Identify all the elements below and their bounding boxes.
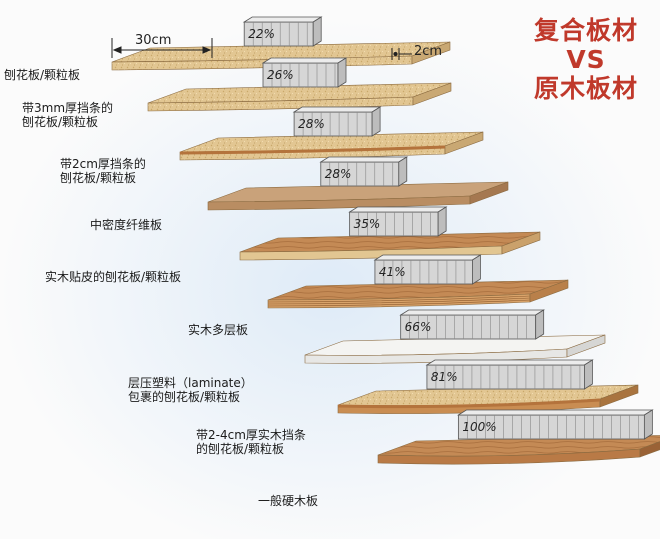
board-label-line: 包裹的刨花板/颗粒板 (128, 390, 241, 404)
edge-strip (179, 145, 446, 155)
thickness-dimension-label: 2cm (414, 44, 443, 59)
strength-percent: 28% (325, 167, 352, 181)
board-end (501, 231, 541, 255)
board-end (444, 131, 484, 155)
board-label-line: 中密度纤维板 (90, 218, 163, 232)
strength-percent: 26% (267, 68, 294, 82)
weight-box (349, 211, 439, 237)
weight-box-side (643, 409, 653, 440)
board-8: 81% (337, 359, 639, 414)
weight-box-top (292, 106, 382, 113)
board-label-line: 的刨花板/颗粒板 (196, 442, 285, 456)
board-label-line: 带3mm厚挡条的 (22, 101, 114, 115)
board-end (639, 441, 660, 458)
strength-percent: 41% (379, 265, 406, 279)
board-label-1: 刨花板/颗粒板 (4, 68, 80, 82)
board-5: 35% (239, 206, 541, 261)
weight-box (457, 414, 645, 440)
weight-box (243, 21, 314, 47)
weight-box-top (319, 156, 409, 163)
weight-box (400, 314, 537, 340)
weight-box-side (584, 359, 593, 390)
board-4: 28% (207, 156, 509, 211)
title-line-3: 原木板材 (533, 74, 638, 103)
title: 复合板材 VS 原木板材 (534, 16, 638, 103)
edge-strip (337, 398, 601, 409)
board-end (599, 384, 639, 408)
weight-box-top (373, 254, 482, 261)
board-label-5: 实木贴皮的刨花板/颗粒板 (45, 270, 181, 284)
weight-box-side (535, 309, 545, 340)
board-3: 28% (179, 106, 484, 161)
board-6: 41% (267, 254, 569, 309)
board-9: 100% (377, 409, 660, 465)
weight-box-top (399, 309, 546, 316)
board-label-6: 实木多层板 (188, 323, 248, 337)
board-label-7: 层压塑料（laminate）包裹的刨花板/颗粒板 (128, 376, 253, 404)
board-label-line: 刨花板/颗粒板 (4, 68, 81, 82)
board-label-line: 刨花板/颗粒板 (22, 115, 99, 129)
board-label-9: 一般硬木板 (258, 494, 318, 508)
board-label-line: 层压塑料（laminate） (128, 376, 253, 390)
strength-percent: 22% (248, 27, 275, 41)
board-label-line: 带2-4cm厚实木挡条 (196, 428, 306, 442)
weight-box-top (261, 57, 348, 64)
board-end (529, 279, 569, 303)
board-end (412, 82, 452, 106)
width-dimension (111, 38, 213, 58)
board-label-4: 中密度纤维板 (90, 218, 162, 232)
weight-box-side (472, 254, 481, 285)
title-line-1: 复合板材 (533, 16, 638, 45)
plywood-layer (267, 297, 531, 305)
weight-box-side (398, 156, 408, 187)
board-label-line: 一般硬木板 (258, 494, 319, 508)
weight-box-side (371, 106, 381, 137)
weight-box-side (312, 16, 322, 47)
board-label-3: 带2cm厚挡条的刨花板/颗粒板 (60, 157, 146, 185)
weight-box-side (437, 206, 447, 237)
strength-percent: 66% (405, 320, 432, 334)
weight-box-side (337, 57, 347, 88)
plywood-layer (267, 299, 531, 307)
board-end (566, 334, 606, 358)
board-label-line: 带2cm厚挡条的 (60, 157, 146, 171)
weight-box-top (425, 359, 594, 366)
board-2: 26% (147, 57, 452, 112)
board-label-line: 实木多层板 (188, 323, 249, 337)
width-dimension-label: 30cm (135, 33, 172, 48)
weight-box-top (456, 409, 654, 416)
thickness-dimension (391, 48, 412, 60)
board-end (411, 41, 451, 65)
strength-percent: 100% (462, 420, 496, 434)
weight-box-top (348, 206, 448, 213)
board-label-2: 带3mm厚挡条的刨花板/颗粒板 (22, 101, 113, 129)
weight-box-top (242, 16, 323, 23)
strength-percent: 28% (298, 117, 325, 131)
board-end (469, 181, 509, 205)
strength-percent: 35% (354, 217, 381, 231)
board-label-line: 实木贴皮的刨花板/颗粒板 (45, 270, 182, 284)
board-label-line: 刨花板/颗粒板 (60, 171, 137, 185)
title-line-2: VS (566, 45, 606, 74)
board-label-8: 带2-4cm厚实木挡条的刨花板/颗粒板 (196, 428, 306, 456)
plywood-layer (267, 295, 531, 303)
strength-percent: 81% (431, 370, 458, 384)
